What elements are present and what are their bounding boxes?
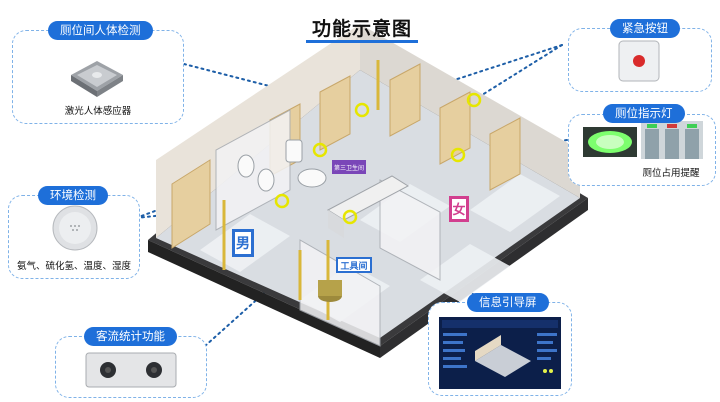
label-info-screen: 信息引导屏 [467,293,549,312]
passenger-counter-device [84,349,178,391]
label-body-detection: 厕位间人体检测 [48,21,153,40]
callout-environment: 氨气、硫化氢、温度、湿度 [8,195,140,279]
male-sign-text: 男 [236,236,250,252]
marker-ring-env [274,193,290,209]
title-underline [306,40,418,43]
third-toilet-sign: 第三卫生间 [332,160,366,174]
callout-stall-indicator: 厕位占用提醒 [568,114,716,186]
tool-room-sign: 工具间 [336,257,372,273]
indicator-stall-photo [641,121,703,159]
tool-room-sign-text: 工具间 [340,260,367,272]
info-screen-device [439,317,561,389]
callout-info-screen [428,302,572,396]
label-emergency-button: 紧急按钮 [610,19,680,38]
marker-ring-body-sensor [354,102,370,118]
marker-ring-indicator [450,147,466,163]
marker-ring-flow [342,209,358,225]
indicator-caption: 厕位占用提醒 [642,168,700,179]
female-sign-text: 女 [452,202,465,218]
indicator-light-photo [583,127,637,157]
label-environment: 环境检测 [38,186,108,205]
emergency-button-device [617,39,661,83]
male-sign: 男 [232,229,254,257]
callout-passenger-flow [55,336,207,398]
marker-ring-sink [312,142,328,158]
environment-sensor-device [51,204,99,252]
callout-body-detection: 激光人体感应器 [12,30,184,124]
callout-emergency-button [568,28,712,92]
environment-caption: 氨气、硫化氢、温度、湿度 [16,261,131,272]
connector-emergency [473,44,563,101]
female-sign: 女 [449,196,469,222]
label-passenger-flow: 客流统计功能 [84,327,177,346]
third-toilet-sign-text: 第三卫生间 [334,164,364,172]
laser-sensor-caption: 激光人体感应器 [64,106,132,117]
page-title: 功能示意图 [311,18,412,40]
label-stall-indicator: 厕位指示灯 [603,104,685,123]
marker-ring-stall [466,92,482,108]
laser-sensor-device [65,45,127,99]
